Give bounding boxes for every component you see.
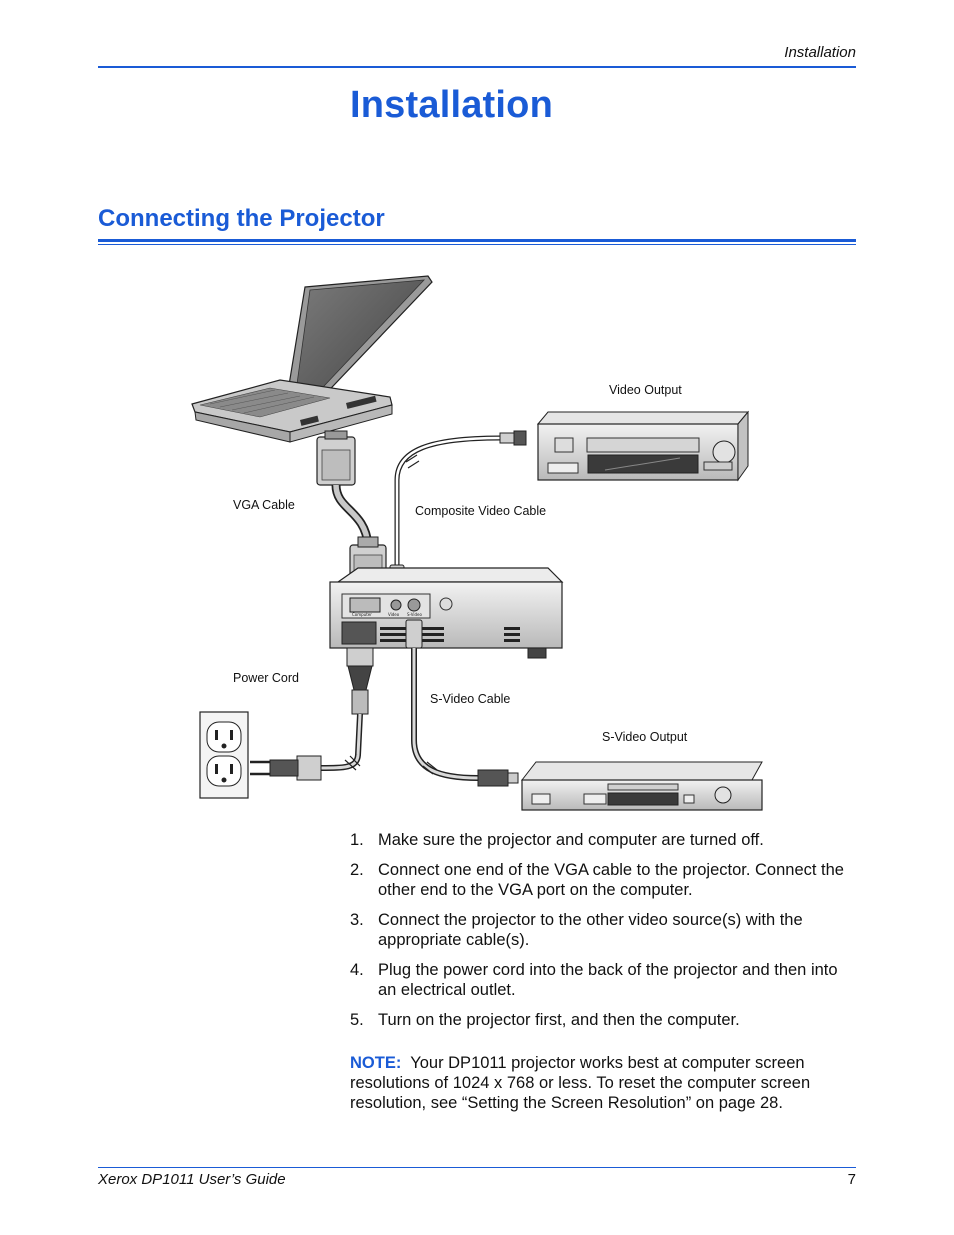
label-s-video-cable: S-Video Cable <box>430 692 511 706</box>
projector-illustration: Computer Video S-Video <box>329 567 564 659</box>
page-title: Installation <box>350 84 553 126</box>
note-text: Your DP1011 projector works best at comp… <box>350 1054 811 1112</box>
label-composite-video-cable: Composite Video Cable <box>415 504 547 518</box>
wall-outlet-illustration <box>199 711 249 799</box>
s-video-cable <box>405 619 519 787</box>
step-item: 2.Connect one end of the VGA cable to th… <box>350 860 844 900</box>
vga-cable <box>316 430 387 590</box>
step-item: 1.Make sure the projector and computer a… <box>350 831 764 849</box>
port-label-s-video: S-Video <box>407 612 423 617</box>
label-vga-cable: VGA Cable <box>233 498 295 512</box>
section-title: Connecting the Projector <box>98 205 385 232</box>
port-label-computer: Computer <box>352 612 372 617</box>
running-header: Installation <box>784 44 856 61</box>
header-rule <box>98 66 856 68</box>
footer-guide-title: Xerox DP1011 User’s Guide <box>98 1171 286 1188</box>
port-label-video: Video <box>388 612 400 617</box>
step-item: 5.Turn on the projector first, and then … <box>350 1010 740 1029</box>
section-rule-thin <box>98 244 856 245</box>
note-paragraph: NOTE: Your DP1011 projector works best a… <box>350 1053 856 1113</box>
laptop-illustration <box>191 275 433 443</box>
label-video-output: Video Output <box>609 383 682 397</box>
note-label: NOTE: <box>350 1054 402 1072</box>
label-power-cord: Power Cord <box>233 671 299 685</box>
step-item: 3.Connect the projector to the other vid… <box>350 910 803 950</box>
vcr-illustration <box>536 410 750 482</box>
step-item: 4.Plug the power cord into the back of t… <box>350 960 838 1000</box>
s-video-source-illustration <box>520 761 763 811</box>
power-cord <box>250 647 374 781</box>
footer-page-number: 7 <box>847 1171 856 1188</box>
label-s-video-output: S-Video Output <box>602 730 688 744</box>
instruction-steps: 1.Make sure the projector and computer a… <box>350 830 856 1039</box>
section-rule-thick <box>98 239 856 242</box>
footer-rule <box>98 1167 856 1168</box>
connection-diagram: Computer Video S-Video <box>191 275 763 811</box>
